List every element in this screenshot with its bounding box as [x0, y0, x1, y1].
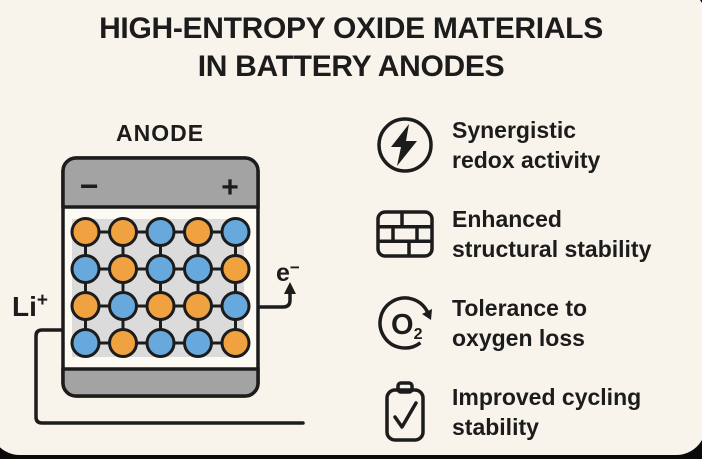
feature-row-oxygen-loss: O2 Tolerance to oxygen loss [374, 292, 698, 354]
lattice-atom-orange [70, 291, 101, 321]
lattice-atom-orange [220, 328, 251, 358]
lattice-atom-blue [70, 254, 101, 284]
svg-text:O2: O2 [391, 309, 423, 343]
battery-check-icon [374, 381, 436, 443]
feature-line-2: structural stability [452, 236, 652, 262]
lattice-atom-orange [108, 328, 138, 358]
lattice-atom-blue [145, 328, 176, 358]
lattice-atom-blue [183, 328, 213, 358]
battery-bottom-terminal [61, 367, 260, 398]
title-line-1: HIGH-ENTROPY OXIDE MATERIALS [99, 12, 603, 45]
lattice-atom-orange [108, 217, 138, 247]
lattice-atom-blue [108, 291, 138, 321]
battery-top-terminal [61, 156, 260, 209]
battery-anode-diagram: ANODE − + [12, 120, 305, 425]
negative-terminal-label: − [80, 168, 99, 204]
lattice-atom-orange [108, 254, 138, 284]
lattice-atom-orange [183, 291, 213, 321]
feature-line-1: Enhanced [452, 206, 562, 232]
electron-label: e− [276, 258, 300, 287]
page-title: HIGH-ENTROPY OXIDE MATERIALS IN BATTERY … [0, 10, 702, 86]
lattice-atom-orange [70, 217, 101, 247]
feature-line-2: stability [452, 414, 539, 440]
lattice-atom-blue [70, 328, 101, 358]
lattice-atom-blue [220, 291, 251, 321]
positive-terminal-label: + [221, 171, 239, 204]
anode-label: ANODE [116, 120, 204, 146]
feature-list: Synergistic redox activity [374, 114, 698, 443]
lightning-icon [374, 114, 436, 176]
oxygen-cycle-icon: O2 [374, 292, 436, 354]
feature-line-2: oxygen loss [452, 325, 585, 351]
lattice-atom-blue [145, 217, 176, 247]
feature-row-synergistic-redox: Synergistic redox activity [374, 114, 698, 176]
feature-row-cycling-stability: Improved cycling stability [374, 381, 698, 443]
circuit-wire [34, 328, 305, 425]
feature-line-1: Improved cycling [452, 384, 642, 410]
li-ion-label: Li+ [12, 290, 48, 322]
lattice-atom-orange [183, 217, 213, 247]
lattice-atom-orange [220, 254, 251, 284]
brick-wall-icon [374, 203, 436, 265]
electron-wire [256, 291, 292, 309]
electron-arrow-icon [284, 282, 296, 294]
lattice-atom-orange [145, 291, 176, 321]
title-line-2: IN BATTERY ANODES [197, 50, 505, 83]
lattice-atom-blue [220, 217, 251, 247]
feature-line-1: Tolerance to [452, 295, 588, 321]
lattice-atom-blue [145, 254, 176, 284]
lattice-atom-blue [183, 254, 213, 284]
feature-line-2: redox activity [452, 147, 601, 173]
lattice-atoms [70, 217, 251, 358]
feature-row-structural-stability: Enhanced structural stability [374, 203, 698, 265]
feature-line-1: Synergistic [452, 117, 576, 143]
